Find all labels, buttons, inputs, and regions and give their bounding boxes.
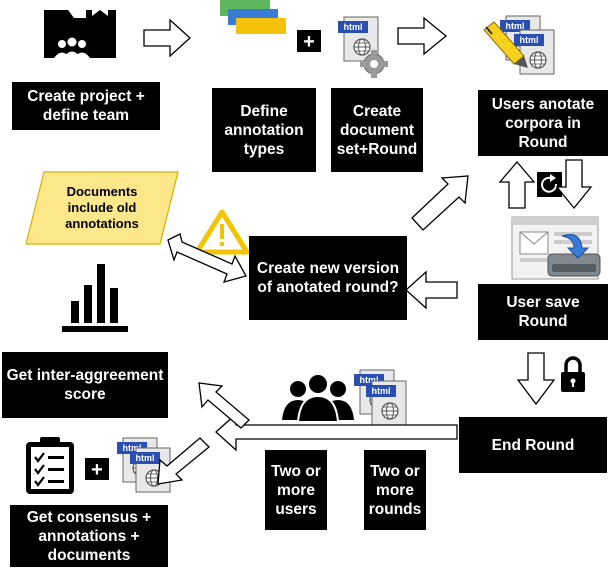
end-round-box: End Round — [459, 417, 607, 473]
save-icon — [511, 216, 601, 280]
define-annotation-types-box: Define annotation types — [212, 88, 316, 172]
gear-icon — [360, 50, 388, 78]
document-set-icon — [337, 16, 388, 78]
arrow-down-end — [516, 352, 556, 406]
arrow-right-2 — [397, 16, 448, 56]
plus-icon: + — [297, 30, 321, 53]
documents-note-shape — [25, 171, 179, 245]
two-or-more-users-box: Two or more users — [265, 450, 327, 530]
create-new-version-box: Create new version of anotated round? — [249, 236, 407, 320]
arrow-right-1 — [143, 18, 191, 58]
users-annotate-box: Users anotate corpora in Round — [478, 90, 608, 156]
arrow-left-save — [405, 270, 458, 310]
plus-icon-consensus: + — [85, 458, 109, 481]
documents-note-label: Documents include old annotations — [65, 184, 139, 231]
svg-text:+: + — [303, 31, 315, 53]
users-icon — [282, 373, 354, 423]
arrow-diagonal-up — [411, 175, 469, 231]
highlighter-icon — [483, 21, 528, 68]
arrow-down-left — [157, 437, 210, 485]
annotation-types-icon — [220, 0, 286, 34]
round-documents-icon — [353, 369, 407, 426]
create-document-set-box: Create document set+Round — [331, 88, 423, 172]
arrow-bidirectional — [167, 233, 247, 283]
arrow-up-left — [198, 382, 250, 429]
arrow-up — [498, 160, 536, 209]
arrow-down — [555, 159, 593, 210]
inter-agreement-box: Get inter-aggreement score — [2, 352, 168, 418]
svg-text:+: + — [91, 459, 103, 481]
warning-icon — [194, 209, 250, 255]
bar-chart-icon — [62, 264, 128, 332]
clipboard-checklist-icon — [26, 437, 74, 494]
user-save-box: User save Round — [478, 284, 608, 340]
folder-team-icon — [44, 10, 116, 58]
refresh-icon — [537, 172, 562, 197]
two-or-more-rounds-box: Two or more rounds — [364, 450, 426, 530]
create-project-box: Create project + define team — [12, 82, 160, 130]
consensus-box: Get consensus + annotations + documents — [10, 505, 168, 567]
lock-icon — [561, 356, 585, 392]
